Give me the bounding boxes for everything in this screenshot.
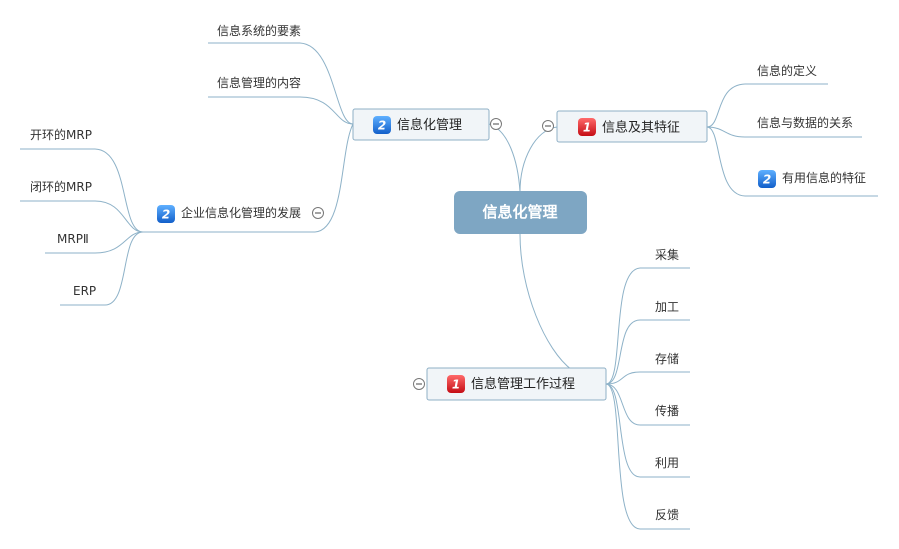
subtopic-feedback[interactable]: 反馈: [655, 508, 679, 522]
svg-text:2: 2: [763, 173, 771, 187]
subtopic-info-definition[interactable]: 信息的定义: [757, 63, 817, 78]
priority-1-icon: 1: [447, 375, 465, 393]
subtopic-info-management-content[interactable]: 信息管理的内容: [217, 75, 301, 90]
branch-info-characteristics[interactable]: 1 信息及其特征: [556, 110, 708, 143]
central-topic-label: 信息化管理: [482, 203, 557, 221]
svg-text:2: 2: [162, 208, 170, 222]
branch-info-process[interactable]: 1 信息管理工作过程: [426, 367, 607, 401]
branch-enterprise-development-label: 企业信息化管理的发展: [181, 205, 301, 220]
svg-text:2: 2: [378, 119, 386, 133]
collapse-minus-icon[interactable]: [413, 378, 425, 390]
subtopic-store[interactable]: 存储: [655, 351, 679, 366]
branch-info-management[interactable]: 2 信息化管理: [352, 108, 490, 141]
subtopic-use[interactable]: 利用: [655, 456, 679, 470]
collapse-minus-icon[interactable]: [490, 118, 502, 130]
subtopic-open-loop-mrp[interactable]: 开环的MRP: [30, 127, 92, 142]
subtopic-collect[interactable]: 采集: [655, 247, 679, 262]
subtopic-closed-loop-mrp[interactable]: 闭环的MRP: [30, 179, 92, 194]
branch-info-process-box: [426, 367, 607, 401]
priority-2-icon: 2: [758, 170, 776, 188]
collapse-minus-icon[interactable]: [542, 120, 554, 132]
subtopic-erp[interactable]: ERP: [73, 284, 96, 298]
subtopic-useful-info-features-label: 有用信息的特征: [782, 170, 866, 185]
priority-2-icon: 2: [373, 116, 391, 134]
branch-info-management-label: 信息化管理: [397, 117, 462, 133]
subtopic-mrp2[interactable]: MRPⅡ: [57, 232, 89, 246]
svg-text:1: 1: [452, 378, 460, 392]
branch-info-process-label: 信息管理工作过程: [471, 376, 575, 392]
subtopic-process[interactable]: 加工: [655, 300, 679, 314]
subtopic-spread[interactable]: 传播: [655, 403, 679, 418]
collapse-minus-icon[interactable]: [312, 207, 324, 219]
subtopic-info-system-elements[interactable]: 信息系统的要素: [217, 23, 301, 38]
priority-2-icon: 2: [157, 205, 175, 223]
branch-enterprise-development[interactable]: 2 企业信息化管理的发展: [157, 205, 301, 223]
central-topic[interactable]: 信息化管理: [454, 191, 587, 234]
branch-info-characteristics-label: 信息及其特征: [602, 120, 680, 136]
connector-lines: [20, 42, 878, 530]
svg-text:1: 1: [583, 121, 591, 135]
priority-1-icon: 1: [578, 118, 596, 136]
subtopic-info-data-relation[interactable]: 信息与数据的关系: [757, 115, 853, 130]
central-topic-box: [454, 191, 587, 234]
subtopic-useful-info-features[interactable]: 2 有用信息的特征: [758, 170, 866, 188]
